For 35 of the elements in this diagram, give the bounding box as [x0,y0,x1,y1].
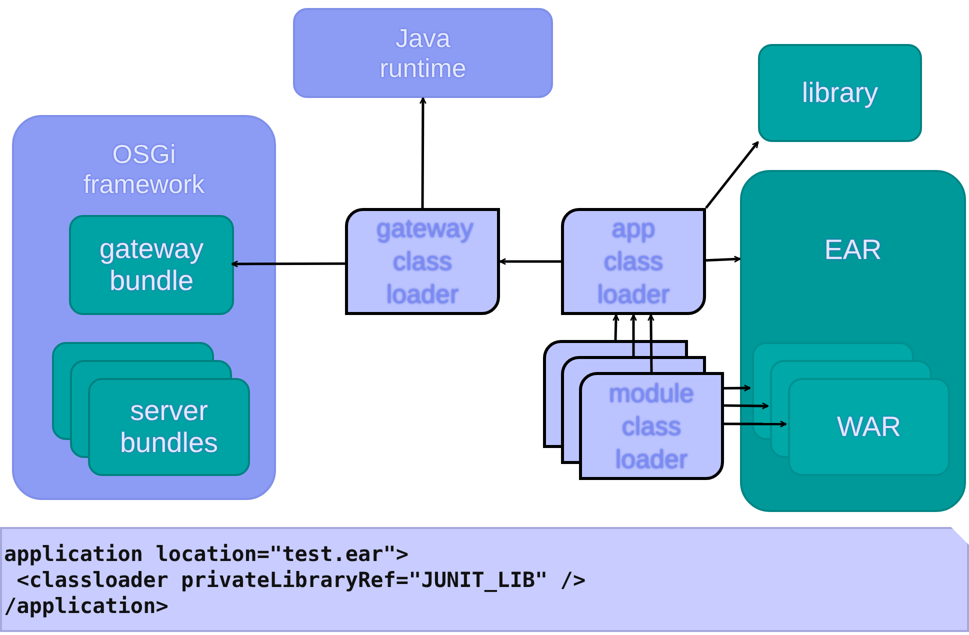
arrow [630,314,637,356]
node-label: gateway class loader [376,212,472,311]
loader-stack [543,340,724,480]
archive-container [740,170,966,512]
arrow [724,402,769,410]
bundle-stack [52,342,250,476]
bundle-box [69,215,234,315]
runtime-box [293,8,553,98]
node-label: server bundles [118,395,220,459]
node-label: library [800,77,880,109]
node-label: gateway bundle [98,233,205,297]
node-label: module class loader [608,376,696,476]
node-label: OSGi framework [82,139,206,199]
loader-box [561,208,706,315]
archive-stack [752,342,950,476]
arrow [647,314,654,372]
library-box [758,44,922,142]
arrow [231,260,345,268]
code-line: application location="test.ear"> [3,540,410,566]
arrow [724,384,751,392]
node-label: Java runtime [378,23,468,83]
arrow [499,258,561,265]
arrow [706,256,741,263]
code-line: <classloader privateLibraryRef="JUNIT_LIB" /> [16,566,587,592]
node-label: EAR [823,234,883,266]
node-label: app class loader [596,212,671,311]
node-label: WAR [836,411,902,443]
arrow [612,314,620,340]
framework-container [12,115,276,500]
arrow [705,141,759,209]
arrow [419,97,426,208]
code-block [0,527,969,632]
arrow [724,420,787,428]
loader-box [345,208,500,315]
code-line: /application> [3,592,170,618]
